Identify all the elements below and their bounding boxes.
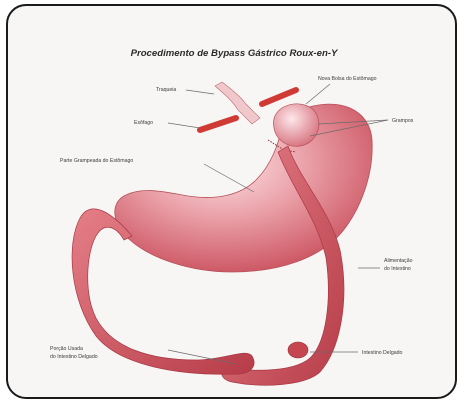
pouch-shape xyxy=(273,104,318,146)
leader-grampeado xyxy=(204,164,254,192)
label-porcao-intestino-2: do Intestino Delgado xyxy=(50,354,98,360)
label-esofago: Esôfago xyxy=(134,120,153,126)
leader-esofago xyxy=(168,123,200,128)
label-estomago-grampeado: Parte Grampeada do Estômago xyxy=(60,158,133,164)
trachea-shape xyxy=(262,90,296,104)
label-intestino-alimentacao-1: Alimentação xyxy=(384,258,413,264)
label-grampos: Grampos xyxy=(392,118,414,124)
esophagus-red-shape xyxy=(200,118,236,130)
leader-bolsa xyxy=(306,84,330,104)
label-traqueia: Traqueia xyxy=(156,87,176,93)
label-bolsa: Nova Bolsa do Estômago xyxy=(318,76,377,82)
leader-traqueia xyxy=(186,90,214,94)
anastomosis-shape xyxy=(288,342,308,358)
label-intestino-alimentacao-2: do Intestino xyxy=(384,266,411,272)
label-intestino-delgado: Intestino Delgado xyxy=(362,350,402,356)
diagram-title: Procedimento de Bypass Gástrico Roux-en-… xyxy=(131,48,339,59)
label-porcao-intestino-1: Porção Usada xyxy=(50,346,83,352)
